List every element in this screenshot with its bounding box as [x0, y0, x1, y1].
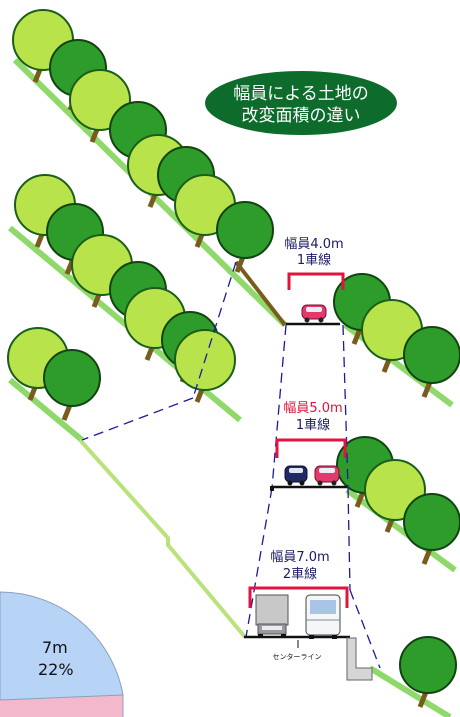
road-5m: 幅員5.0m 1車線 — [270, 401, 347, 491]
pie-slice-pink — [0, 695, 123, 717]
road-5m-bracket — [275, 438, 347, 458]
road-4m-lanes-label: 1車線 — [297, 252, 331, 268]
road-5m-width-label: 幅員5.0m — [283, 401, 342, 416]
car-icon — [284, 465, 308, 486]
road-4m: 幅員4.0m 1車線 — [284, 237, 345, 326]
road-7m-lanes-label: 2車線 — [283, 566, 317, 582]
road-5m-lanes-label: 1車線 — [296, 417, 330, 433]
pie-slice-blue — [0, 591, 124, 717]
pie-chart: 7m 22% — [0, 591, 124, 717]
road-7m-bracket — [248, 586, 349, 608]
truck-icon — [255, 594, 289, 638]
pie-percent-label: 22% — [38, 660, 74, 679]
bus-icon — [305, 594, 341, 639]
title-line-1: 幅員による土地の — [233, 84, 369, 104]
trees-lower-left — [8, 328, 100, 420]
dashed-guides — [81, 261, 381, 669]
road-7m: 幅員7.0m 2車線 センターライン — [244, 550, 373, 681]
center-line-label: センターライン — [273, 652, 322, 661]
road-7m-width-label: 幅員7.0m — [270, 550, 329, 565]
title-bubble: 幅員による土地の 改変面積の違い — [203, 69, 399, 137]
road-4m-width-label: 幅員4.0m — [284, 237, 343, 252]
title-line-2: 改変面積の違い — [242, 106, 361, 126]
retaining-wall — [346, 637, 373, 681]
pie-value-label: 7m — [42, 638, 68, 657]
car-icon — [314, 465, 340, 486]
road-4m-bracket — [287, 272, 345, 290]
car-icon — [301, 304, 327, 323]
